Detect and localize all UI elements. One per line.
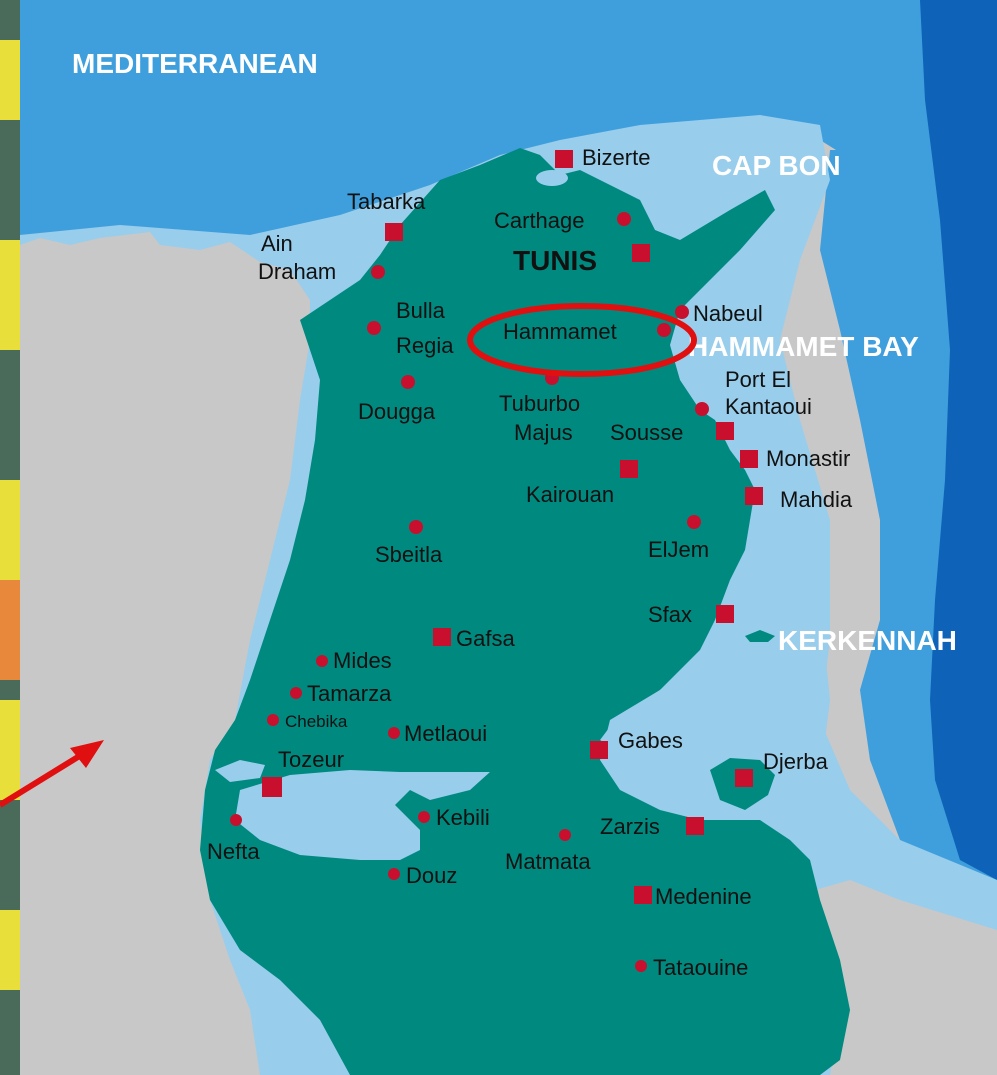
left-strip-band <box>0 480 20 580</box>
marker-mides[interactable] <box>316 655 328 667</box>
marker-port-el-kantaoui[interactable] <box>695 402 709 416</box>
marker-tamarza[interactable] <box>290 687 302 699</box>
marker-tunis[interactable] <box>632 244 650 262</box>
marker-metlaoui[interactable] <box>388 727 400 739</box>
dot-markers <box>230 212 709 972</box>
label-ain: Ain <box>261 231 293 256</box>
label-cap-bon: CAP BON <box>712 150 841 181</box>
left-strip-band <box>0 700 20 800</box>
label-djerba: Djerba <box>763 749 829 774</box>
label-mahdia: Mahdia <box>780 487 853 512</box>
marker-chebika[interactable] <box>267 714 279 726</box>
marker-tabarka[interactable] <box>385 223 403 241</box>
label-regia: Regia <box>396 333 454 358</box>
label-kerkennah: KERKENNAH <box>778 625 957 656</box>
label-nefta: Nefta <box>207 839 260 864</box>
marker-tozeur[interactable] <box>262 777 282 797</box>
marker-sfax[interactable] <box>716 605 734 623</box>
marker-medenine[interactable] <box>634 886 652 904</box>
left-strip-band <box>0 580 20 680</box>
marker-tataouine[interactable] <box>635 960 647 972</box>
label-hammamet: Hammamet <box>503 319 617 344</box>
label-draham: Draham <box>258 259 336 284</box>
label-mediterranean: MEDITERRANEAN <box>72 48 318 79</box>
label-dougga: Dougga <box>358 399 436 424</box>
marker-gafsa[interactable] <box>433 628 451 646</box>
label-kantaoui: Kantaoui <box>725 394 812 419</box>
marker-kairouan[interactable] <box>620 460 638 478</box>
marker-nefta[interactable] <box>230 814 242 826</box>
marker-djerba[interactable] <box>735 769 753 787</box>
label-majus: Majus <box>514 420 573 445</box>
marker-matmata[interactable] <box>559 829 571 841</box>
label-monastir: Monastir <box>766 446 850 471</box>
label-tunis: TUNIS <box>513 245 597 276</box>
marker-ain-draham[interactable] <box>371 265 385 279</box>
square-markers <box>262 150 763 904</box>
label-kairouan: Kairouan <box>526 482 614 507</box>
left-strip-band <box>0 240 20 350</box>
label-tuburbo: Tuburbo <box>499 391 580 416</box>
label-douz: Douz <box>406 863 457 888</box>
chott-jerid <box>235 770 490 860</box>
label-hammamet-bay: HAMMAMET BAY <box>688 331 919 362</box>
label-matmata: Matmata <box>505 849 591 874</box>
marker-sousse[interactable] <box>716 422 734 440</box>
chott-small <box>215 760 265 782</box>
bizerte-lake <box>536 170 568 186</box>
marker-sbeitla[interactable] <box>409 520 423 534</box>
label-tataouine: Tataouine <box>653 955 748 980</box>
hammamet-highlight-circle <box>467 303 697 377</box>
pointer-arrow <box>0 740 104 808</box>
label-tabarka: Tabarka <box>347 189 426 214</box>
label-eljem: ElJem <box>648 537 709 562</box>
label-gabes: Gabes <box>618 728 683 753</box>
label-metlaoui: Metlaoui <box>404 721 487 746</box>
marker-nabeul[interactable] <box>675 305 689 319</box>
label-gafsa: Gafsa <box>456 626 515 651</box>
kerkennah-island <box>745 630 775 642</box>
libya-land <box>780 880 997 1075</box>
label-bulla: Bulla <box>396 298 446 323</box>
label-kebili: Kebili <box>436 805 490 830</box>
label-bizerte: Bizerte <box>582 145 650 170</box>
marker-dougga[interactable] <box>401 375 415 389</box>
marker-gabes[interactable] <box>590 741 608 759</box>
left-strip-band <box>0 40 20 120</box>
label-nabeul: Nabeul <box>693 301 763 326</box>
marker-eljem[interactable] <box>687 515 701 529</box>
marker-zarzis[interactable] <box>686 817 704 835</box>
label-port-el: Port El <box>725 367 791 392</box>
marker-kebili[interactable] <box>418 811 430 823</box>
label-zarzis: Zarzis <box>600 814 660 839</box>
marker-bulla-regia[interactable] <box>367 321 381 335</box>
gulf-gabes <box>600 520 830 800</box>
marker-monastir[interactable] <box>740 450 758 468</box>
marker-bizerte[interactable] <box>555 150 573 168</box>
marker-hammamet[interactable] <box>657 323 671 337</box>
label-mides: Mides <box>333 648 392 673</box>
left-strip-band <box>0 910 20 990</box>
algeria-land <box>20 232 310 1075</box>
label-sfax: Sfax <box>648 602 692 627</box>
label-sbeitla: Sbeitla <box>375 542 443 567</box>
label-chebika: Chebika <box>285 712 348 731</box>
ocean-edge <box>920 0 997 880</box>
label-medenine: Medenine <box>655 884 752 909</box>
label-carthage: Carthage <box>494 208 585 233</box>
marker-douz[interactable] <box>388 868 400 880</box>
marker-mahdia[interactable] <box>745 487 763 505</box>
deep-sea-north <box>10 0 997 245</box>
label-sousse: Sousse <box>610 420 683 445</box>
label-tamarza: Tamarza <box>307 681 392 706</box>
marker-carthage[interactable] <box>617 212 631 226</box>
label-tozeur: Tozeur <box>278 747 344 772</box>
